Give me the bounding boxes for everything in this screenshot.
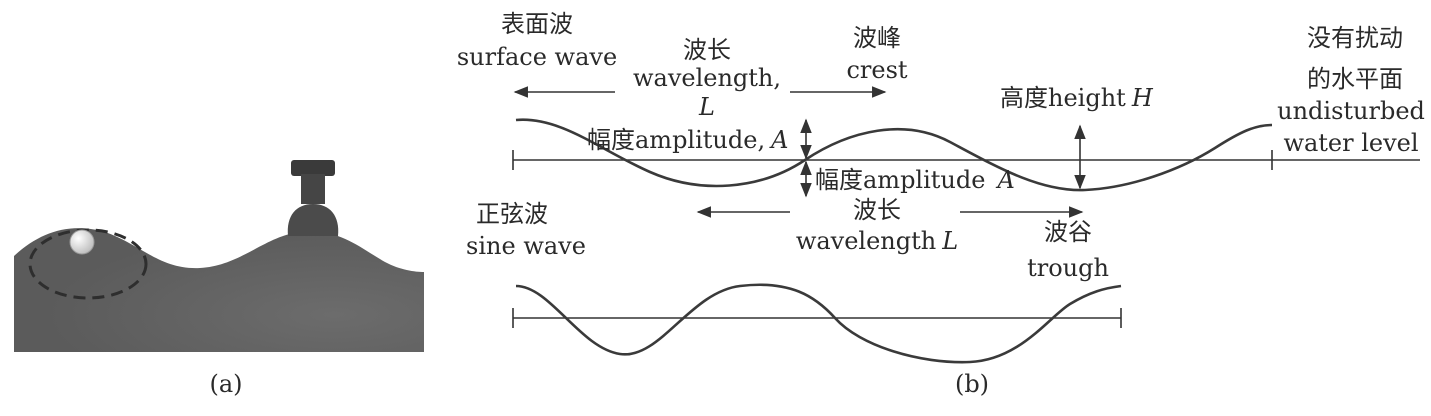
trough-label-zh: 波谷 — [1044, 218, 1092, 246]
sine-wave-label-en: sine wave — [466, 232, 586, 260]
surface-wave-label-zh: 表面波 — [501, 10, 573, 38]
surface-wave-curve — [515, 118, 1273, 192]
wavelength-bottom-text: wavelength — [796, 227, 936, 255]
floating-ball — [69, 229, 95, 255]
amplitude-top-text: 幅度amplitude, — [587, 126, 765, 154]
sine-wave-label-zh: 正弦波 — [476, 200, 548, 228]
faucet-icon — [287, 160, 339, 236]
height-symbol: H — [1131, 84, 1154, 112]
sine-wave-curve — [515, 283, 1122, 364]
caption-b: (b) — [955, 370, 989, 398]
wavelength-bottom-symbol: L — [941, 227, 958, 255]
trough-label-en: trough — [1027, 254, 1109, 282]
amplitude-bottom-text: 幅度amplitude — [815, 166, 985, 194]
undisturbed-label-zh-1: 没有扰动 — [1307, 24, 1403, 52]
orbit-path — [28, 228, 148, 300]
undisturbed-label-en-1: undisturbed — [1277, 97, 1425, 125]
panel-b: 表面波 surface wave 波长 wavelength, L 波峰 cre… — [457, 10, 1425, 398]
panel-a: (a) — [14, 160, 424, 398]
crest-label-en: crest — [846, 56, 907, 84]
wavelength-bottom-label-zh: 波长 — [853, 196, 901, 224]
amplitude-top-symbol: A — [769, 126, 788, 154]
surface-wave-label-en: surface wave — [457, 43, 617, 71]
amplitude-bottom-label: 幅度amplitude A — [815, 166, 1015, 194]
amplitude-top-label: 幅度amplitude,A — [587, 126, 788, 154]
wavelength-top-label-en: wavelength, — [633, 64, 781, 92]
height-label-text: 高度height — [1000, 84, 1126, 112]
wavelength-top-symbol: L — [698, 93, 715, 121]
crest-label-zh: 波峰 — [853, 24, 901, 52]
wavelength-top-label-zh: 波长 — [683, 36, 731, 64]
caption-a: (a) — [209, 370, 242, 398]
undisturbed-label-en-2: water level — [1283, 129, 1418, 157]
amplitude-bottom-symbol: A — [995, 166, 1014, 194]
undisturbed-label-zh-2: 的水平面 — [1307, 65, 1403, 93]
water-body — [14, 228, 424, 352]
